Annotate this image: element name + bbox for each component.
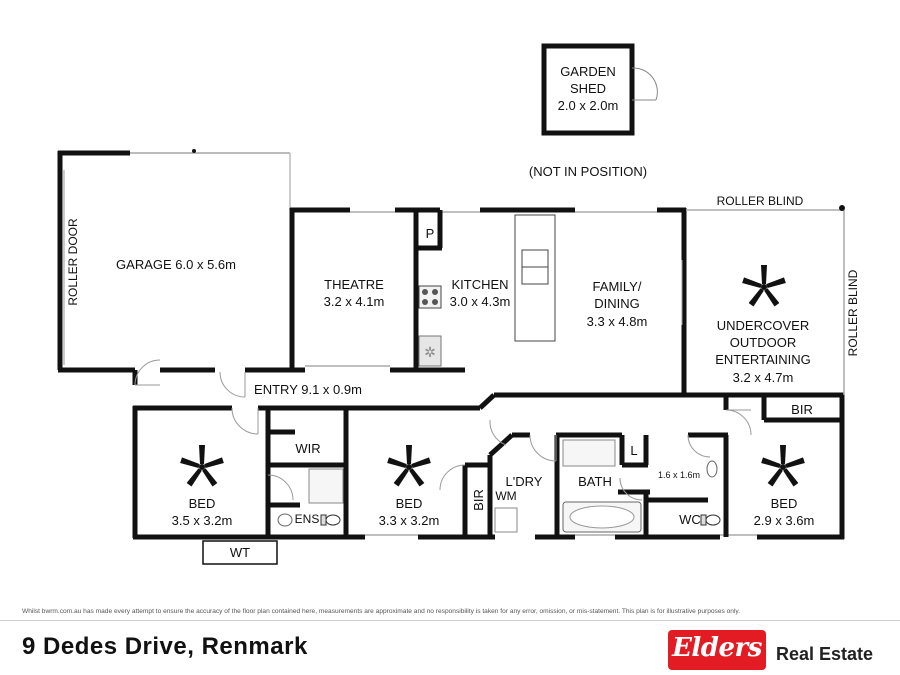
toilet-icon <box>700 514 721 526</box>
pantry-label: P <box>426 226 435 241</box>
roller-door-label: ROLLER DOOR <box>66 218 80 306</box>
bed1-name: BED <box>189 496 216 511</box>
brand-badge: Elders <box>668 630 766 670</box>
bir1-label: BIR <box>471 489 486 511</box>
laundry-label: L'DRY <box>506 474 543 489</box>
interior-walls <box>265 210 842 537</box>
undercover-line1: UNDERCOVER <box>717 318 809 333</box>
ceiling-fan-icon <box>387 445 431 487</box>
ens-basin-icon <box>277 513 293 527</box>
bed3-name: BED <box>771 496 798 511</box>
fridge-space <box>418 335 442 367</box>
undercover-line3: ENTERTAINING <box>715 352 811 367</box>
garage-label: GARAGE 6.0 x 5.6m <box>116 257 236 272</box>
bath-label: BATH <box>578 474 612 489</box>
ens-shower-icon <box>308 468 344 504</box>
sink-icon <box>521 249 549 285</box>
kitchen-size: 3.0 x 4.3m <box>450 294 511 309</box>
brand-suffix: Real Estate <box>776 644 874 664</box>
undercover-line2: OUTDOOR <box>730 335 796 350</box>
wm-label: WM <box>495 489 516 503</box>
family-name-1: FAMILY/ <box>593 279 642 294</box>
bath-icon <box>562 501 642 533</box>
wt-box <box>202 540 278 565</box>
shed-name-2: SHED <box>570 81 606 96</box>
property-address: 9 Dedes Drive, Renmark <box>22 633 308 660</box>
wm-sink-icon <box>494 507 518 533</box>
ens-label: ENS <box>295 512 320 526</box>
brand-name: Elders <box>672 633 762 663</box>
roller-blind-anchor <box>839 205 845 211</box>
theatre-size: 3.2 x 4.1m <box>324 294 385 309</box>
entry-label: ENTRY 9.1 x 0.9m <box>254 382 362 397</box>
shower-icon <box>562 439 616 467</box>
theatre-name: THEATRE <box>324 277 384 292</box>
kitchen-island <box>514 214 556 342</box>
kitchen-name: KITCHEN <box>451 277 508 292</box>
shed-name-1: GARDEN <box>560 64 616 79</box>
bed3-size: 2.9 x 3.6m <box>754 513 815 528</box>
garden-shed <box>541 43 658 136</box>
ceiling-fan-icon <box>742 265 786 307</box>
family-size: 3.3 x 4.8m <box>587 314 648 329</box>
fridge-icon: ✲ <box>424 344 436 360</box>
small-room-size: 1.6 x 1.6m <box>658 470 700 480</box>
linen-label: L <box>630 443 637 458</box>
cooktop-icon <box>418 285 442 309</box>
garage-walls <box>57 149 291 370</box>
wc-label: WC <box>679 512 701 527</box>
toilet-icon <box>320 514 341 526</box>
disclaimer: Whilst bwrm.com.au has made every attemp… <box>22 608 741 615</box>
labels: GARDEN SHED 2.0 x 2.0m (NOT IN POSITION)… <box>116 64 814 560</box>
wt-label: WT <box>230 545 250 560</box>
ceiling-fan-icon <box>761 445 805 487</box>
roller-blind-side: ROLLER BLIND <box>846 269 860 356</box>
bed2-name: BED <box>396 496 423 511</box>
basin-icon <box>706 460 718 478</box>
floor-plan: ✲ GARDEN SHED 2.0 x 2.0m (NOT IN POSITIO… <box>57 43 860 565</box>
brand-logo: Elders Real Estate <box>668 630 873 670</box>
outer-walls <box>58 207 845 540</box>
wir-label: WIR <box>295 441 320 456</box>
bir2-label: BIR <box>791 402 813 417</box>
bed1-size: 3.5 x 3.2m <box>172 513 233 528</box>
undercover-size: 3.2 x 4.7m <box>733 370 794 385</box>
shed-size: 2.0 x 2.0m <box>558 98 619 113</box>
ceiling-fan-icon <box>180 445 224 487</box>
roller-blind-top: ROLLER BLIND <box>717 194 804 208</box>
family-name-2: DINING <box>594 296 640 311</box>
bed2-size: 3.3 x 3.2m <box>379 513 440 528</box>
shed-note: (NOT IN POSITION) <box>529 164 647 179</box>
footer-divider <box>0 620 900 621</box>
door-swings <box>134 260 752 501</box>
